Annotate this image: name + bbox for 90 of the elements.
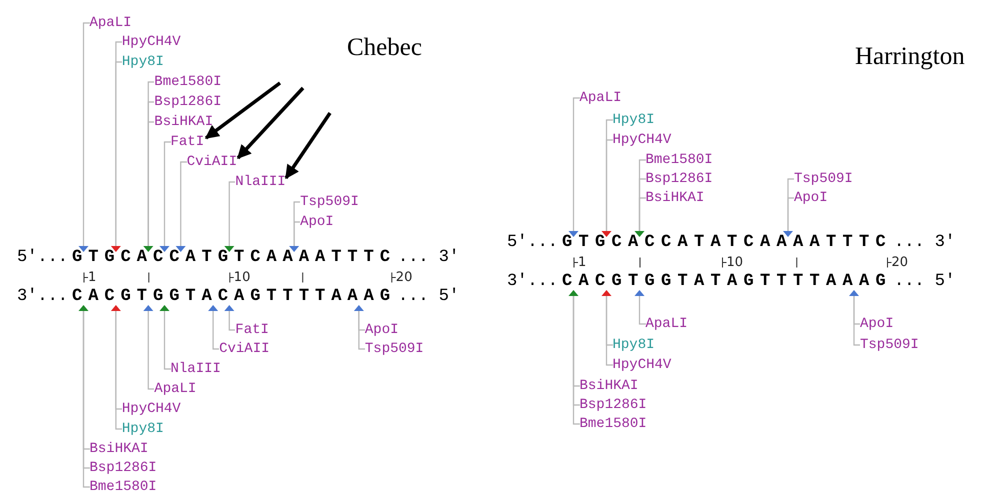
- enzyme-label: Hpy8I: [122, 55, 164, 69]
- leader-line: [164, 141, 171, 246]
- ruler-number: 1: [578, 256, 586, 268]
- strand-end-label: ... 3′: [398, 249, 460, 266]
- cut-site-marker: [849, 290, 859, 296]
- leader-line: [82, 22, 90, 246]
- enzyme-label: ApaLI: [646, 317, 688, 331]
- enzyme-label: Tsp509I: [300, 195, 359, 209]
- enzyme-label: Tsp509I: [860, 338, 919, 352]
- strand-end-label: ... 5′: [398, 288, 460, 305]
- enzyme-label: ApoI: [300, 215, 334, 229]
- leader-line: [638, 296, 646, 325]
- enzyme-label: Bme1580I: [90, 480, 157, 494]
- enzyme-label: ApoI: [364, 323, 398, 337]
- dna-sequence: CACGTGGTACAGTTTTAAAG: [72, 288, 396, 305]
- enzyme-label: Hpy8I: [122, 422, 164, 436]
- cut-site-marker: [78, 305, 88, 311]
- leader-line: [180, 161, 187, 246]
- enzyme-label: BsiHKAI: [154, 115, 214, 129]
- strand-end-label: 3′...: [16, 288, 68, 305]
- enzyme-label: HpyCH4V: [612, 133, 672, 147]
- variety-title: Harrington: [855, 44, 965, 69]
- leader-line: [228, 181, 235, 246]
- leader-line: [115, 311, 122, 430]
- enzyme-label: NlaIII: [235, 175, 286, 189]
- leader-line: [572, 97, 580, 231]
- leader-line: [606, 139, 613, 231]
- strand-end-label: 5′...: [506, 234, 558, 251]
- enzyme-label: NlaIII: [170, 362, 221, 376]
- enzyme-label: Bme1580I: [646, 153, 713, 167]
- enzyme-label: BsiHKAI: [646, 191, 704, 205]
- strand-end-label: 3′...: [506, 273, 558, 290]
- ruler-number: 1: [88, 270, 96, 284]
- variety-title: Chebec: [347, 35, 422, 60]
- leader-line: [358, 311, 365, 350]
- enzyme-label: Tsp509I: [794, 172, 853, 186]
- dna-sequence: GTGCACCATGTCAAAATTTC: [72, 249, 396, 266]
- enzyme-label: Bme1580I: [580, 417, 647, 431]
- dna-sequence: CACGTGGTATAGTTTTAAAG: [562, 273, 892, 290]
- cut-site-marker: [224, 305, 234, 311]
- arrow: [204, 82, 282, 140]
- ruler-number: 20: [396, 270, 412, 284]
- enzyme-label: CviAII: [219, 342, 270, 356]
- enzyme-label: ApaLI: [580, 91, 622, 105]
- leader-line: [787, 197, 794, 231]
- dna-sequence: GTGCACCATATCAAAATTTC: [562, 234, 892, 251]
- strand-end-label: 5′...: [16, 249, 68, 266]
- ruler-number: 20: [892, 256, 908, 268]
- leader-line: [294, 221, 300, 246]
- arrow: [236, 86, 304, 160]
- arrow: [284, 112, 332, 180]
- cut-site-marker: [634, 290, 644, 296]
- enzyme-label: Bsp1286I: [154, 95, 222, 109]
- cut-site-marker: [160, 305, 170, 311]
- ruler-number: 10: [234, 270, 250, 284]
- enzyme-label: BsiHKAI: [90, 442, 148, 456]
- enzyme-label: Tsp509I: [364, 342, 424, 356]
- enzyme-label: Hpy8I: [612, 113, 655, 127]
- enzyme-label: BsiHKAI: [580, 379, 638, 393]
- enzyme-label: HpyCH4V: [122, 402, 181, 416]
- leader-line: [164, 311, 171, 370]
- enzyme-label: Bsp1286I: [580, 398, 647, 412]
- leader-line: [638, 197, 646, 231]
- ruler-number: 10: [726, 256, 744, 268]
- leader-line: [148, 311, 154, 390]
- cut-site-marker: [354, 305, 364, 311]
- enzyme-label: FatI: [170, 135, 204, 149]
- enzyme-label: HpyCH4V: [612, 358, 672, 372]
- leader-line: [228, 311, 235, 331]
- enzyme-label: ApoI: [860, 317, 894, 331]
- leader-line: [853, 296, 860, 346]
- leader-line: [606, 296, 613, 366]
- enzyme-label: ApoI: [794, 191, 828, 205]
- strand-end-label: ... 3′: [894, 234, 956, 251]
- strand-end-label: ... 5′: [894, 273, 956, 290]
- leader-line: [212, 311, 219, 350]
- cut-site-marker: [110, 305, 121, 311]
- cut-site-marker: [208, 305, 218, 311]
- enzyme-label: Hpy8I: [612, 338, 655, 352]
- enzyme-label: FatI: [235, 323, 269, 337]
- cut-site-marker: [568, 290, 578, 296]
- enzyme-label: HpyCH4V: [122, 35, 181, 49]
- enzyme-label: CviAII: [186, 155, 238, 169]
- cut-site-marker: [602, 290, 612, 296]
- enzyme-label: Bsp1286I: [646, 172, 713, 186]
- cut-site-marker: [143, 305, 154, 311]
- enzyme-label: ApaLI: [90, 16, 132, 30]
- enzyme-label: Bme1580I: [154, 75, 222, 89]
- enzyme-label: ApaLI: [154, 382, 196, 396]
- enzyme-label: Bsp1286I: [90, 461, 157, 475]
